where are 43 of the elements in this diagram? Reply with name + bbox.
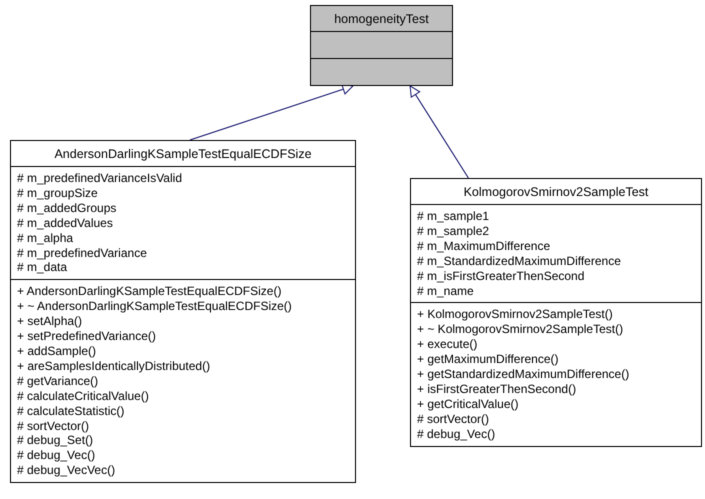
member-text: + AndersonDarlingKSampleTestEqualECDFSize() [17, 284, 282, 300]
member-text: + ~ AndersonDarlingKSampleTestEqualECDFSize() [17, 299, 293, 314]
member-text: # m_addedGroups [17, 200, 118, 216]
class-name: AndersonDarlingKSampleTestEqualECDFSize [53, 146, 313, 163]
member-text: # m_sample1 [417, 209, 490, 224]
inheritance-arrow [190, 84, 354, 141]
member-text: # debug_VecVec() [17, 463, 116, 478]
class-box [10, 140, 356, 484]
member-text: # debug_Vec() [17, 448, 96, 464]
member-text: # calculateCriticalValue() [17, 388, 150, 404]
member-text: # m_data [17, 260, 68, 276]
member-text: # m_name [417, 284, 475, 298]
member-text: # sortVector() [417, 412, 490, 427]
class-name: homogeneityTest [333, 11, 430, 28]
member-text: # m_StandardizedMaximumDifference [417, 254, 622, 269]
member-text: + isFirstGreaterThenSecond() [417, 382, 578, 397]
member-text: # m_predefinedVariance [17, 246, 148, 260]
member-text: # m_sample2 [417, 224, 490, 239]
member-text: + ~ KolmogorovSmirnov2SampleTest() [417, 322, 624, 338]
member-text: # calculateStatistic() [17, 404, 126, 418]
member-text: + getCriticalValue() [417, 396, 520, 412]
member-text: # m_MaximumDifference [417, 238, 552, 254]
member-text: # m_groupSize [17, 186, 99, 201]
member-text: + execute() [417, 337, 478, 352]
inheritance-arrow [410, 86, 469, 178]
class-name: KolmogorovSmirnov2SampleTest [462, 184, 650, 201]
class-box [310, 5, 453, 86]
member-text: # sortVector() [17, 418, 90, 434]
member-text: # debug_Set() [17, 433, 94, 448]
member-text: # getVariance() [17, 374, 100, 389]
member-text: + setAlpha() [17, 314, 84, 330]
member-text: # debug_Vec() [417, 426, 496, 442]
member-text: # m_alpha [17, 230, 74, 246]
member-text: + addSample() [17, 344, 98, 359]
class-box [410, 178, 702, 447]
member-text: # m_isFirstGreaterThenSecond [417, 268, 586, 284]
member-text: # m_predefinedVarianceIsValid [17, 171, 183, 186]
member-text: + getMaximumDifference() [417, 352, 560, 368]
member-text: # m_addedValues [17, 216, 114, 231]
member-text: + KolmogorovSmirnov2SampleTest() [417, 307, 614, 322]
member-text: + areSamplesIdenticallyDistributed() [17, 358, 212, 374]
member-text: + setPredefinedVariance() [17, 329, 157, 344]
member-text: + getStandardizedMaximumDifference() [417, 367, 630, 382]
